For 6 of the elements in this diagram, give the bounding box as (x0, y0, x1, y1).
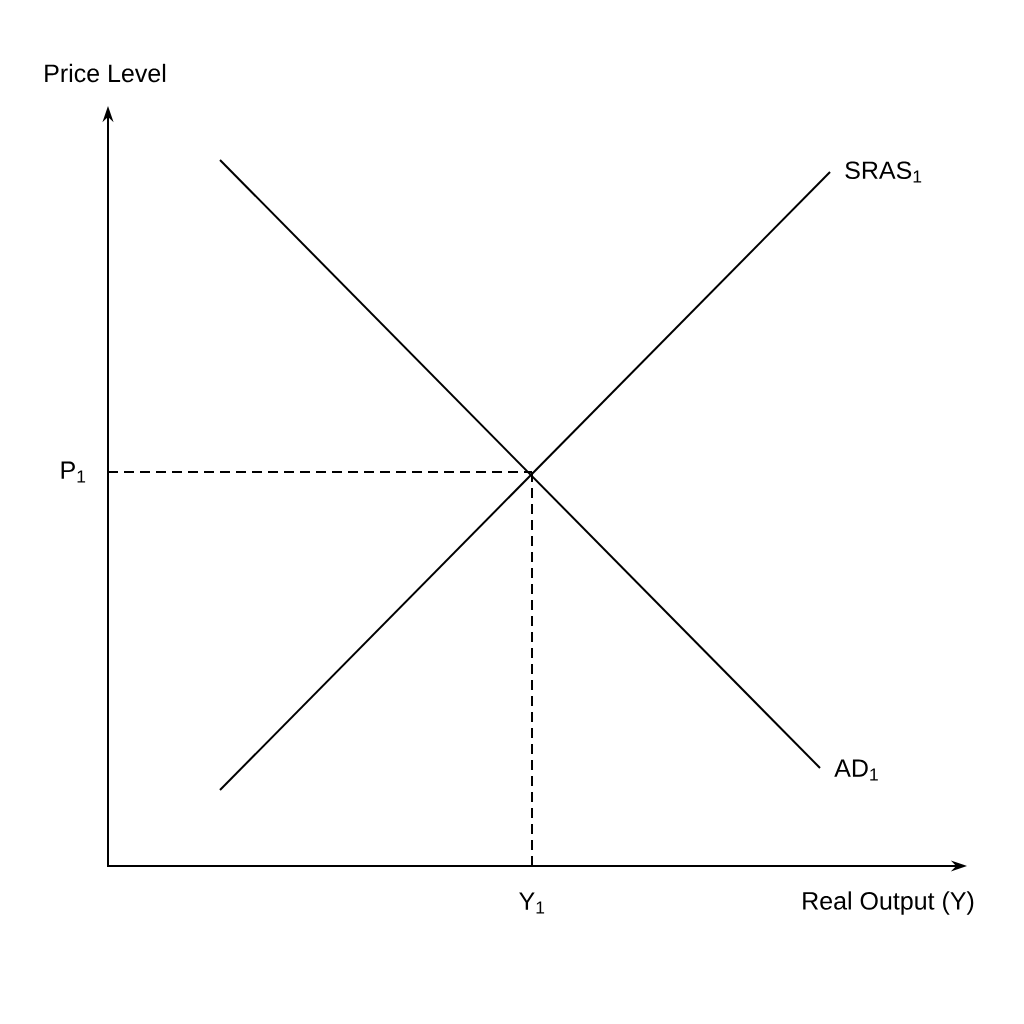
tick-label: Y$_{1}$ (519, 892, 545, 914)
curve-label: SRAS$_{1}$ (845, 161, 922, 183)
tick-label: P$_{1}$ (61, 461, 86, 483)
axis-label: Real Output (Y) (803, 891, 974, 915)
curve-label: AD$_{1}$ (834, 759, 878, 781)
axis-label: Price Level (45, 63, 166, 83)
